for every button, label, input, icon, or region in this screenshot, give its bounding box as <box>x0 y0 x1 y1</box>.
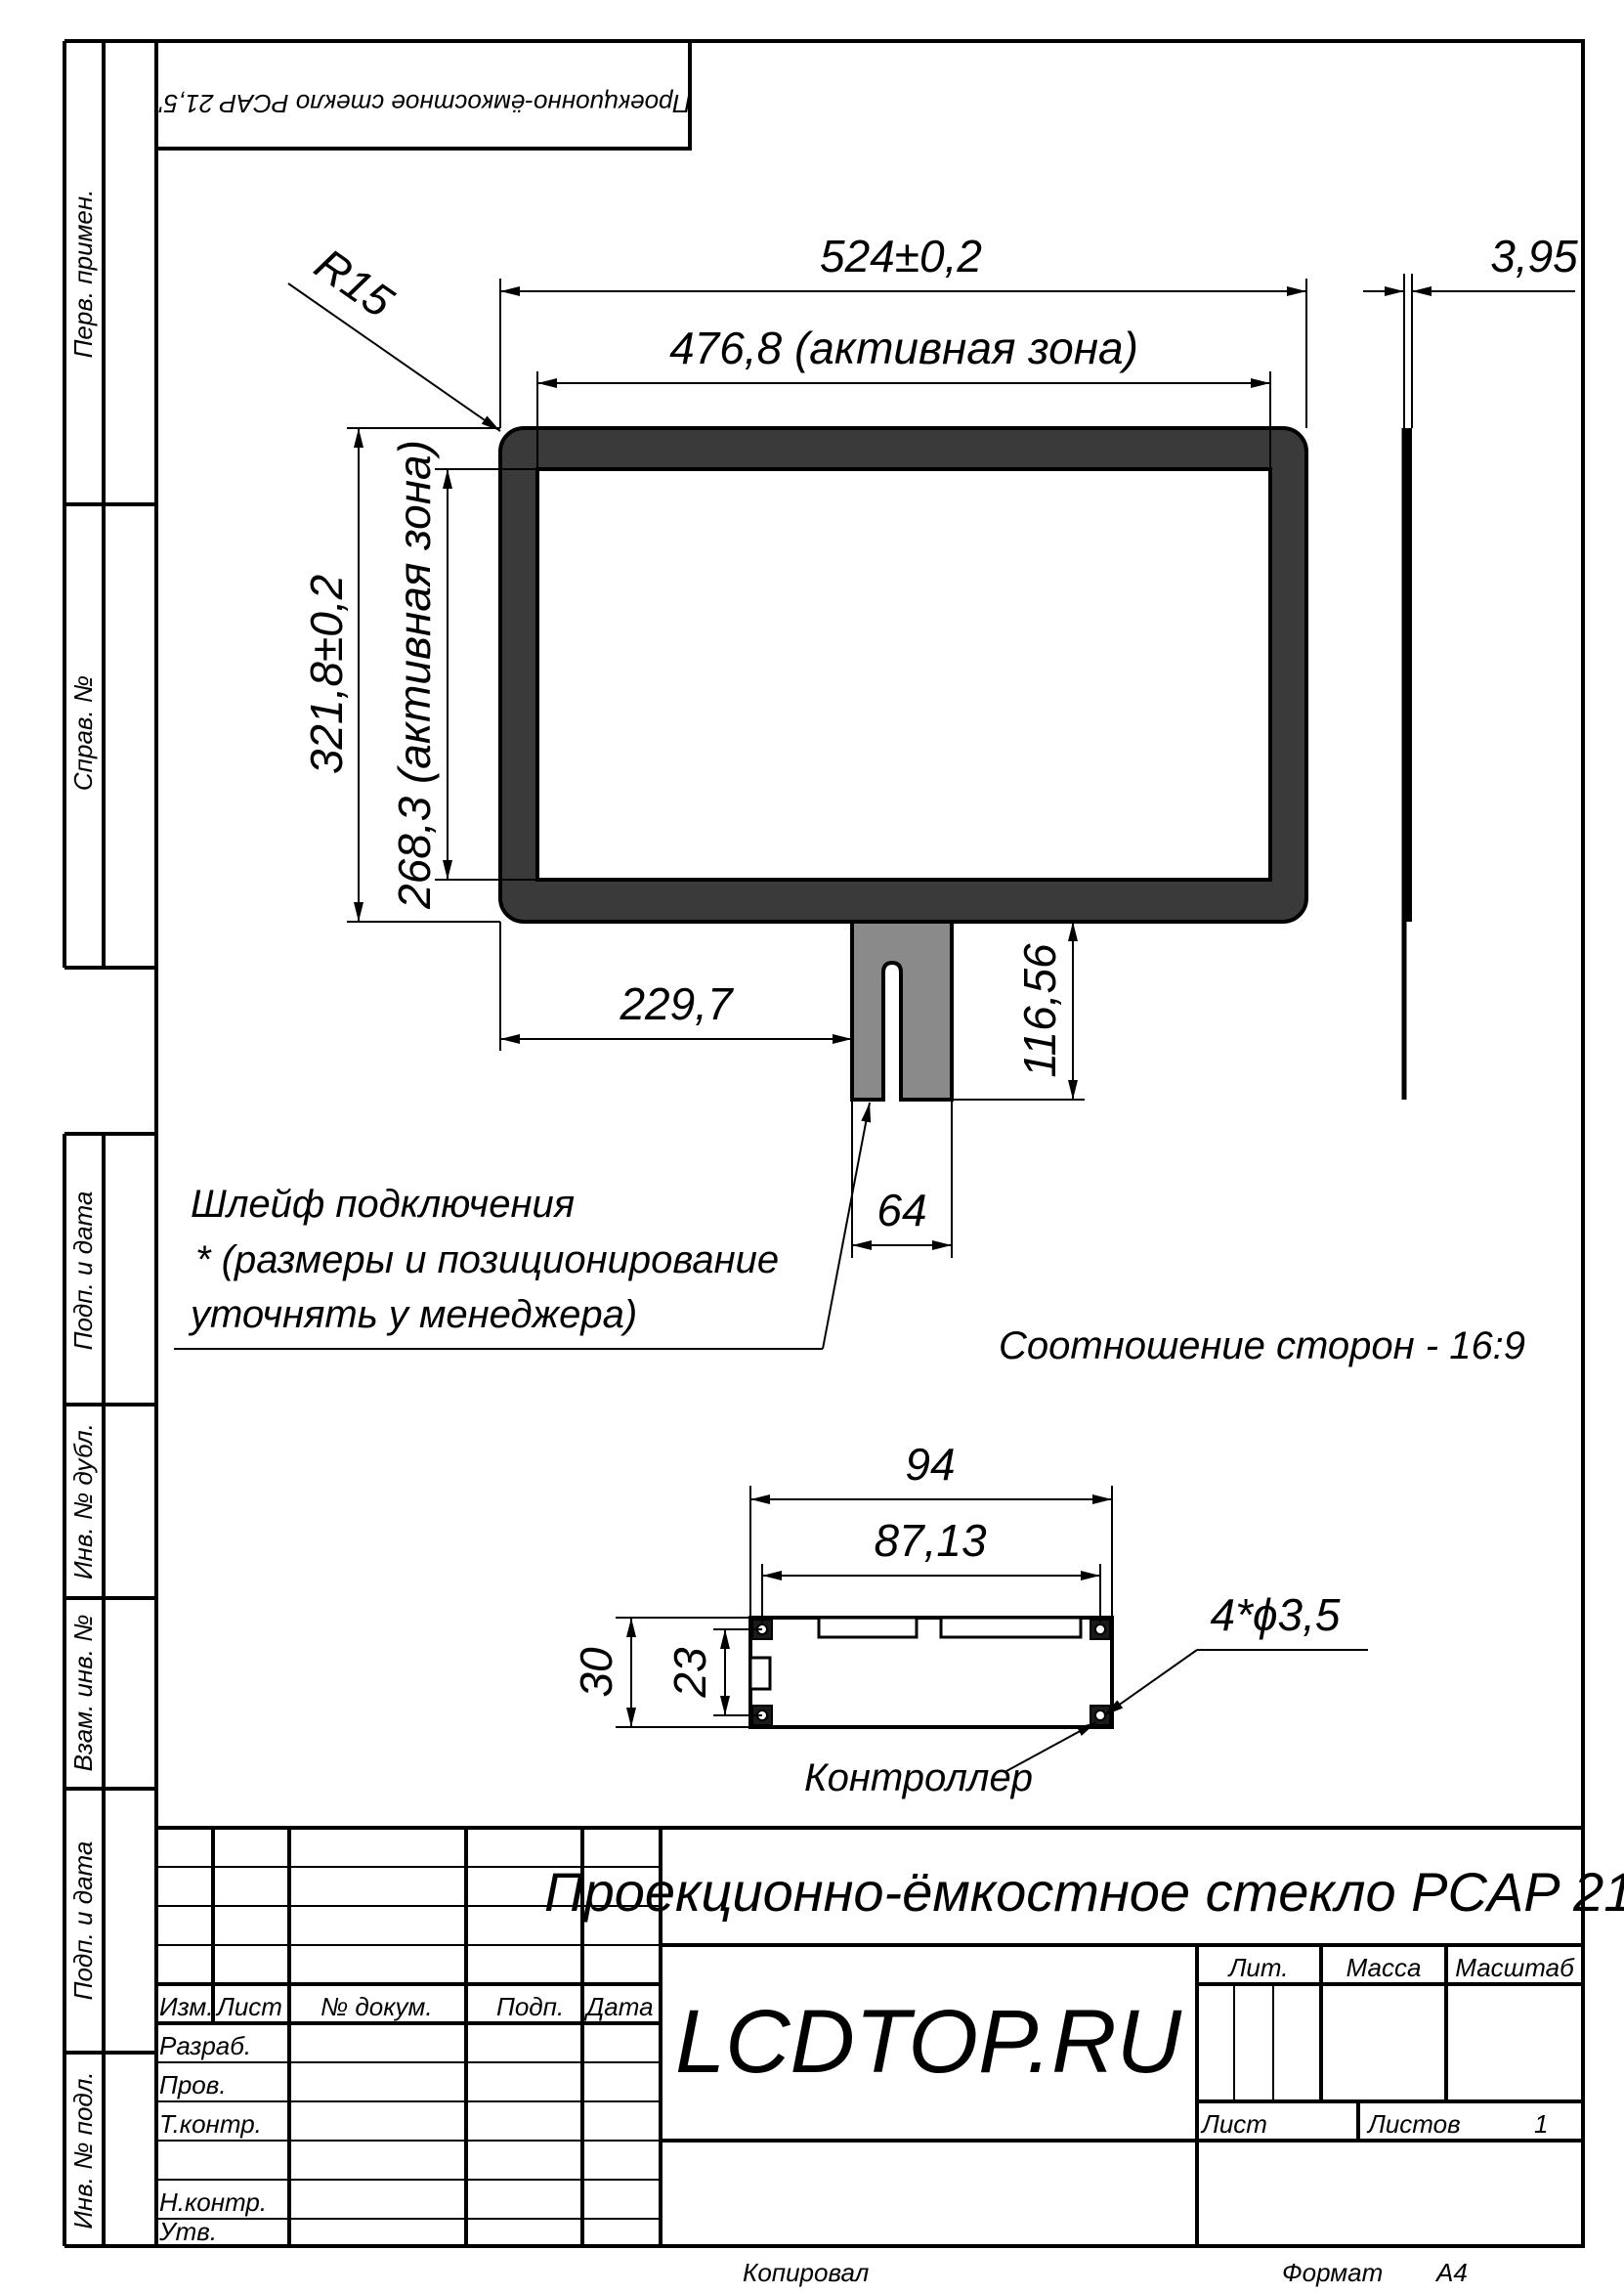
dimension-lines <box>174 274 1575 1350</box>
title-block-thin-lines <box>156 1866 1274 2220</box>
tb-nkontr: Н.контр. <box>159 2187 267 2217</box>
tb-col-data: Дата <box>583 1992 654 2021</box>
title-block-texts: Проекционно-ёмкостное стекло PCAP 21,5" … <box>158 1861 1624 2246</box>
ctrl-dim-width-holes: 87,13 <box>874 1515 987 1566</box>
tb-lit: Лит. <box>1227 1953 1289 1982</box>
dimension-texts: 524±0,2 476,8 (активная зона) 3,95 R15 3… <box>301 231 1578 1235</box>
tb-razrab: Разраб. <box>159 2031 251 2060</box>
tb-tkontr: Т.контр. <box>159 2109 262 2139</box>
footer-kopiroval: Копировал <box>743 2258 870 2287</box>
side-label-perv-primen: Перв. примен. <box>68 190 98 359</box>
controller-drawing <box>748 1616 1114 1729</box>
company-name: LCDTOP.RU <box>675 1992 1182 2092</box>
controller-dimension-texts: 94 87,13 30 23 4*ϕ3,5 Контроллер <box>571 1439 1341 1799</box>
cable-note-line3: уточнять у менеджера) <box>188 1293 637 1336</box>
cable-note-line1: Шлейф подключения <box>191 1183 575 1226</box>
controller-connector-2 <box>939 1616 1083 1639</box>
drawing-title: Проекционно-ёмкостное стекло PCAP 21,5" <box>544 1861 1624 1923</box>
side-labels: Перв. примен. Справ. № Подп. и дата Инв.… <box>68 190 98 2229</box>
cable-note-line2: * (размеры и позиционирование <box>195 1238 779 1281</box>
controller-dimension-lines <box>616 1486 1368 1772</box>
dim-cable-width: 64 <box>876 1185 926 1235</box>
tb-col-podp: Подп. <box>496 1992 564 2021</box>
footer: Копировал Формат А4 <box>743 2258 1468 2287</box>
footer-format-value: А4 <box>1434 2258 1468 2287</box>
ctrl-dim-height-total: 30 <box>571 1647 621 1698</box>
dim-width-active: 476,8 (активная зона) <box>669 323 1138 373</box>
dim-cable-length: 116,56 <box>1014 943 1065 1078</box>
side-label-podp-data-1: Подп. и дата <box>68 1191 98 1351</box>
top-left-stamp-text: Проекционно-ёмкостное стекло PCAP 21,5" <box>153 89 692 118</box>
side-label-inv-podl: Инв. № подл. <box>68 2071 98 2229</box>
tb-listov: Листов <box>1366 2109 1461 2139</box>
side-label-podp-data-2: Подп. и дата <box>68 1841 98 2001</box>
dim-height-active: 268,3 (активная зона) <box>389 440 440 910</box>
tb-col-doc: № докум. <box>321 1992 433 2021</box>
title-block <box>156 1826 1583 2246</box>
aspect-ratio-note: Соотношение сторон - 16:9 <box>999 1324 1525 1367</box>
dim-cable-offset: 229,7 <box>619 978 734 1029</box>
ctrl-dim-width-total: 94 <box>905 1439 955 1490</box>
sheet-frame <box>63 39 1585 2248</box>
tb-utv: Утв. <box>158 2217 217 2246</box>
cable-note: Шлейф подключения * (размеры и позициони… <box>188 1183 779 1336</box>
top-left-stamp: Проекционно-ёмкостное стекло PCAP 21,5" <box>153 39 692 151</box>
connection-cable <box>850 920 954 1102</box>
footer-format: Формат <box>1282 2258 1383 2287</box>
controller-connector-1 <box>817 1616 919 1639</box>
side-label-sprav-no: Справ. № <box>68 675 98 791</box>
controller-connector-3 <box>748 1656 772 1691</box>
dim-radius: R15 <box>306 238 403 327</box>
controller-label: Контроллер <box>804 1756 1033 1799</box>
ctrl-dim-height-holes: 23 <box>664 1647 715 1699</box>
side-label-vzam-inv: Взам. инв. № <box>68 1615 98 1772</box>
side-label-inv-dubl: Инв. № дубл. <box>68 1423 98 1580</box>
dim-thickness: 3,95 <box>1490 231 1578 281</box>
dim-width-total: 524±0,2 <box>820 231 982 281</box>
active-area <box>535 467 1272 882</box>
tb-col-list: Лист <box>215 1992 282 2021</box>
tb-list: Лист <box>1200 2109 1267 2139</box>
tb-listov-value: 1 <box>1534 2109 1548 2139</box>
tb-masshtab: Масштаб <box>1455 1953 1575 1982</box>
dim-height-total: 321,8±0,2 <box>301 575 352 774</box>
panel-side-view <box>1401 428 1412 1100</box>
tb-massa: Масса <box>1346 1953 1422 1982</box>
touch-panel-front-view <box>498 426 1308 1102</box>
tb-prov: Пров. <box>159 2070 227 2099</box>
tb-col-izm: Изм. <box>159 1992 213 2021</box>
ctrl-dim-holes: 4*ϕ3,5 <box>1210 1589 1340 1640</box>
